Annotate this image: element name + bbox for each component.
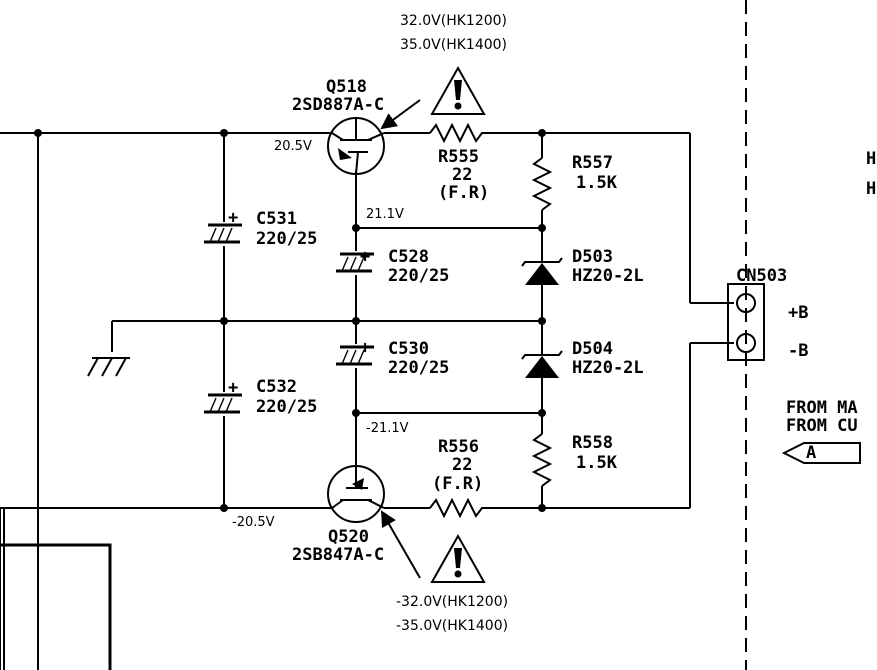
ground-symbol <box>87 357 130 377</box>
q520-note-2: -35.0V(HK1400) <box>396 618 508 634</box>
r556-value: 22 <box>452 455 472 475</box>
cn503-ref: CN503 <box>736 266 787 286</box>
cn503-pin2: -B <box>788 341 808 361</box>
resistor-r556 <box>429 497 486 519</box>
right-edge-label-1: H <box>866 149 876 169</box>
wiring <box>0 132 734 670</box>
d504-part: HZ20-2L <box>572 358 644 378</box>
d503-ref: D503 <box>572 247 613 267</box>
r558-ref: R558 <box>572 433 613 453</box>
c530-plus: + <box>360 338 370 358</box>
q520-base-voltage: -20.5V <box>232 515 275 530</box>
r557-ref: R557 <box>572 153 613 173</box>
r558-value: 1.5K <box>576 453 618 473</box>
capacitor-c531 <box>204 223 242 244</box>
r555-value: 22 <box>452 165 472 185</box>
ref-tag-label: A <box>806 443 816 463</box>
c528-plus: + <box>360 247 370 267</box>
labels: 32.0V(HK1200) 35.0V(HK1400) Q518 2SD887A… <box>228 13 876 634</box>
junctions <box>34 129 546 512</box>
c531-value: 220/25 <box>256 229 317 249</box>
warning-triangle-icon <box>430 65 486 115</box>
q518-ref: Q518 <box>326 77 367 97</box>
zener-d503 <box>521 257 563 285</box>
capacitor-c532 <box>204 393 242 414</box>
c530-value: 220/25 <box>388 358 449 378</box>
q520-ref: Q520 <box>328 527 369 547</box>
r557-value: 1.5K <box>576 173 618 193</box>
q518-part: 2SD887A-C <box>292 95 384 115</box>
resistor-r557 <box>531 157 553 211</box>
d503-part: HZ20-2L <box>572 266 644 286</box>
from-text-1: FROM MA <box>786 398 858 418</box>
resistor-r558 <box>531 433 553 487</box>
node-pos-voltage: 21.1V <box>366 207 404 222</box>
from-text-2: FROM CU <box>786 416 858 436</box>
capacitor-c530 <box>336 345 374 366</box>
ref-tag-arrow <box>781 442 861 464</box>
capacitor-c528 <box>336 252 374 273</box>
c531-ref: C531 <box>256 209 297 229</box>
d504-ref: D504 <box>572 339 613 359</box>
transistor-q518 <box>327 99 421 175</box>
cn503-pin1: +B <box>788 303 808 323</box>
c532-plus: + <box>228 378 238 398</box>
transistor-q520 <box>327 465 421 579</box>
q518-note-1: 32.0V(HK1200) <box>400 13 507 29</box>
zener-d504 <box>521 350 563 378</box>
c528-ref: C528 <box>388 247 429 267</box>
warning-triangle-icon <box>430 533 486 583</box>
q520-part: 2SB847A-C <box>292 545 384 565</box>
node-neg-voltage: -21.1V <box>366 421 409 436</box>
r555-ref: R555 <box>438 147 479 167</box>
c528-value: 220/25 <box>388 266 449 286</box>
c532-value: 220/25 <box>256 397 317 417</box>
resistor-r555 <box>429 122 486 144</box>
c532-ref: C532 <box>256 377 297 397</box>
c531-plus: + <box>228 208 238 228</box>
q518-base-voltage: 20.5V <box>274 139 312 154</box>
r556-type: (F.R) <box>432 474 483 494</box>
c530-ref: C530 <box>388 339 429 359</box>
r555-type: (F.R) <box>438 183 489 203</box>
q518-note-2: 35.0V(HK1400) <box>400 37 507 53</box>
q520-note-1: -32.0V(HK1200) <box>396 594 508 610</box>
right-edge-label-2: H <box>866 179 876 199</box>
r556-ref: R556 <box>438 437 479 457</box>
